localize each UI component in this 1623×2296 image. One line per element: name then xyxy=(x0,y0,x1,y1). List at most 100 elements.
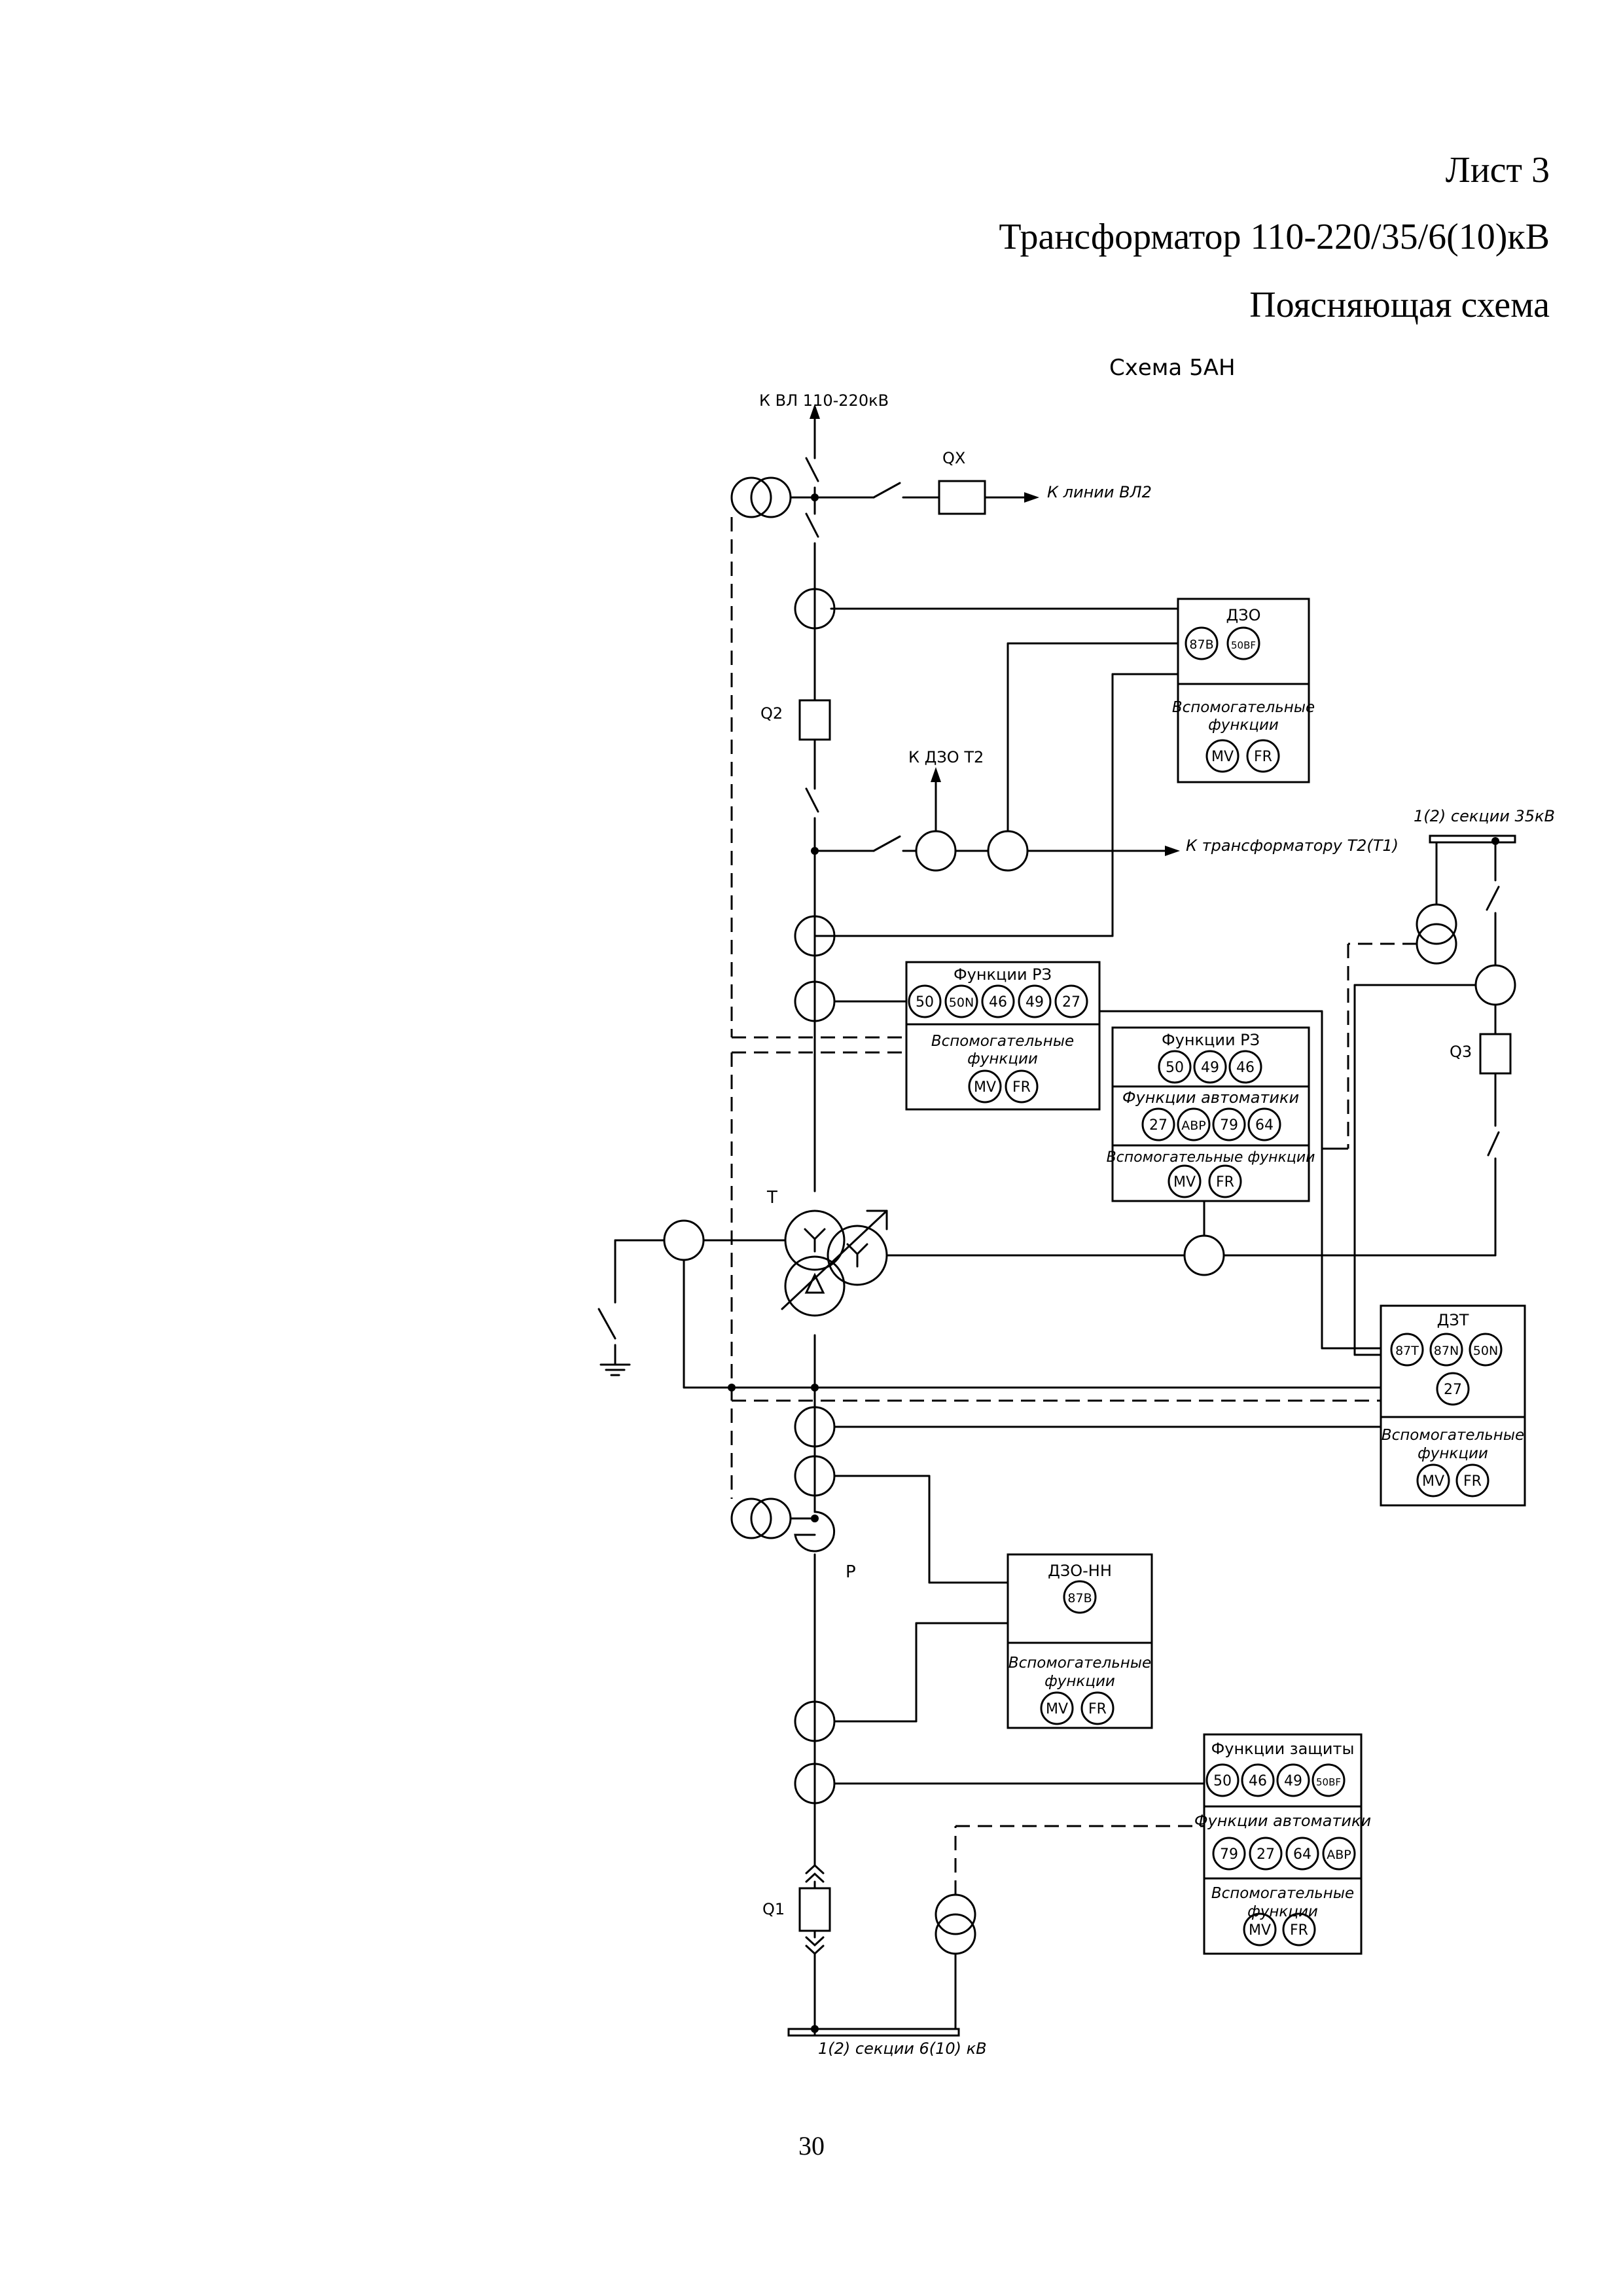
function-badge-circle xyxy=(944,984,978,1018)
to-transformer-label: К трансформатору Т2(Т1) xyxy=(1186,836,1399,855)
function-badge-circle xyxy=(1247,1107,1281,1141)
function-code: 87В xyxy=(1189,637,1213,652)
function-code: 79 xyxy=(1220,1117,1238,1134)
dzt-aux-line1: Вспомогательные xyxy=(1382,1427,1524,1444)
function-code: FR xyxy=(1012,1079,1031,1096)
function-code: 50N xyxy=(1473,1344,1498,1358)
reactor-p-label: Р xyxy=(846,1562,856,1582)
function-badge-circle xyxy=(1228,1050,1262,1084)
function-badge-circle xyxy=(1416,1463,1450,1498)
q3-label: Q3 xyxy=(1450,1043,1472,1061)
function-code: 27 xyxy=(1149,1117,1168,1134)
function-badge-circle xyxy=(1040,1691,1074,1725)
function-badge-circle xyxy=(1205,1763,1240,1797)
dzt-title: ДЗТ xyxy=(1437,1311,1469,1329)
rz-hv-title: Функции РЗ xyxy=(954,965,1052,984)
sheet-label: Лист 3 xyxy=(1445,150,1550,190)
function-code: 49 xyxy=(1201,1060,1219,1076)
function-code: 27 xyxy=(1257,1846,1275,1863)
function-badge-circle xyxy=(981,984,1015,1018)
function-badge-circle xyxy=(1205,739,1240,773)
function-code: 49 xyxy=(1026,994,1044,1011)
function-code: MV xyxy=(1173,1174,1196,1191)
function-code: MV xyxy=(1046,1701,1068,1717)
function-code: 27 xyxy=(1444,1382,1462,1398)
function-badge-circle xyxy=(1168,1164,1202,1198)
function-badge-circle xyxy=(908,984,942,1018)
lv-aux-line1: Вспомогательные xyxy=(1211,1885,1354,1902)
function-code: 50BF xyxy=(1316,1776,1341,1788)
function-badge-circle xyxy=(1212,1107,1246,1141)
lv-title: Функции защиты xyxy=(1211,1740,1355,1758)
function-badge-circle xyxy=(1212,1837,1246,1871)
rz-hv-aux-line2: функции xyxy=(967,1050,1038,1067)
function-badge-circle xyxy=(1018,984,1052,1018)
function-code: MV xyxy=(1422,1473,1444,1490)
function-code: FR xyxy=(1254,749,1272,765)
function-badge-circle xyxy=(1455,1463,1489,1498)
lv-auto-title: Функции автоматики xyxy=(1194,1812,1371,1830)
dzo-title: ДЗО xyxy=(1226,606,1260,624)
dzo-nn-aux-line1: Вспомогательные xyxy=(1008,1655,1151,1672)
page-number: 30 xyxy=(798,2131,825,2161)
function-code: 50 xyxy=(916,994,934,1011)
function-code: АВР xyxy=(1181,1119,1206,1133)
function-code: 87В xyxy=(1067,1591,1092,1605)
lv-aux-line2: функции xyxy=(1247,1903,1318,1920)
function-badge-circle xyxy=(1243,1912,1277,1946)
dzo-nn-title: ДЗО-НН xyxy=(1048,1562,1112,1580)
function-code: 50 xyxy=(1166,1060,1184,1076)
function-badge-circle xyxy=(1249,1837,1283,1871)
function-code: 87N xyxy=(1434,1344,1459,1358)
function-badge-circle xyxy=(1282,1912,1316,1946)
page-subtitle: Поясняющая схема xyxy=(1249,285,1550,325)
function-code: 49 xyxy=(1284,1773,1302,1789)
function-badge-circle xyxy=(1429,1333,1463,1367)
q2-label: Q2 xyxy=(760,704,783,723)
dzo-aux-line1: Вспомогательные xyxy=(1172,699,1315,716)
function-badge-circle xyxy=(1246,739,1280,773)
dzo-aux-line2: функции xyxy=(1208,717,1279,734)
function-code: FR xyxy=(1216,1174,1234,1191)
function-badge-circle xyxy=(1436,1372,1470,1406)
function-badge-circle xyxy=(1469,1333,1503,1367)
function-badge-circle xyxy=(1177,1107,1211,1141)
function-badge-circle xyxy=(968,1069,1002,1103)
dzo-t2-label: К ДЗО Т2 xyxy=(908,748,984,766)
function-code: 50N xyxy=(949,996,974,1010)
q1-label: Q1 xyxy=(762,1900,785,1918)
function-badge-circle xyxy=(1208,1164,1242,1198)
function-code: 87T xyxy=(1395,1344,1419,1358)
function-badge-circle xyxy=(1322,1837,1356,1871)
function-code: 46 xyxy=(1249,1773,1267,1789)
function-badge-circle xyxy=(1193,1050,1227,1084)
function-code: MV xyxy=(1249,1922,1271,1939)
function-badge-circle xyxy=(1276,1763,1310,1797)
bus6-label: 1(2) секции 6(10) кВ xyxy=(818,2039,987,2058)
function-badge-circle xyxy=(1241,1763,1275,1797)
function-code: 79 xyxy=(1220,1846,1238,1863)
function-code: MV xyxy=(1211,749,1234,765)
rz-mv-aux: Вспомогательные функции xyxy=(1107,1149,1315,1166)
function-badge-circle xyxy=(1063,1580,1097,1614)
qx-label: QX xyxy=(942,449,965,467)
function-badge-circle xyxy=(1185,626,1219,660)
function-code: 64 xyxy=(1255,1117,1274,1134)
function-badge-circle xyxy=(1390,1333,1424,1367)
dzo-nn-aux-line2: функции xyxy=(1044,1673,1115,1690)
function-badge-circle xyxy=(1141,1107,1175,1141)
function-code: 50 xyxy=(1213,1773,1232,1789)
transformer-t-label: Т xyxy=(766,1188,777,1208)
line-in-label: К ВЛ 110-220кВ xyxy=(759,391,889,410)
scheme-title: Схема 5АН xyxy=(1109,355,1236,381)
function-badge-circle xyxy=(1158,1050,1192,1084)
function-code: 64 xyxy=(1293,1846,1311,1863)
line-vl2-label: К линии ВЛ2 xyxy=(1047,483,1152,501)
function-badge-circle xyxy=(1080,1691,1115,1725)
rz-mv-auto-title: Функции автоматики xyxy=(1122,1088,1299,1107)
function-code: АВР xyxy=(1327,1848,1351,1862)
function-code: 27 xyxy=(1062,994,1080,1011)
function-badge-circle xyxy=(1226,626,1260,660)
function-badge-circle xyxy=(1285,1837,1319,1871)
